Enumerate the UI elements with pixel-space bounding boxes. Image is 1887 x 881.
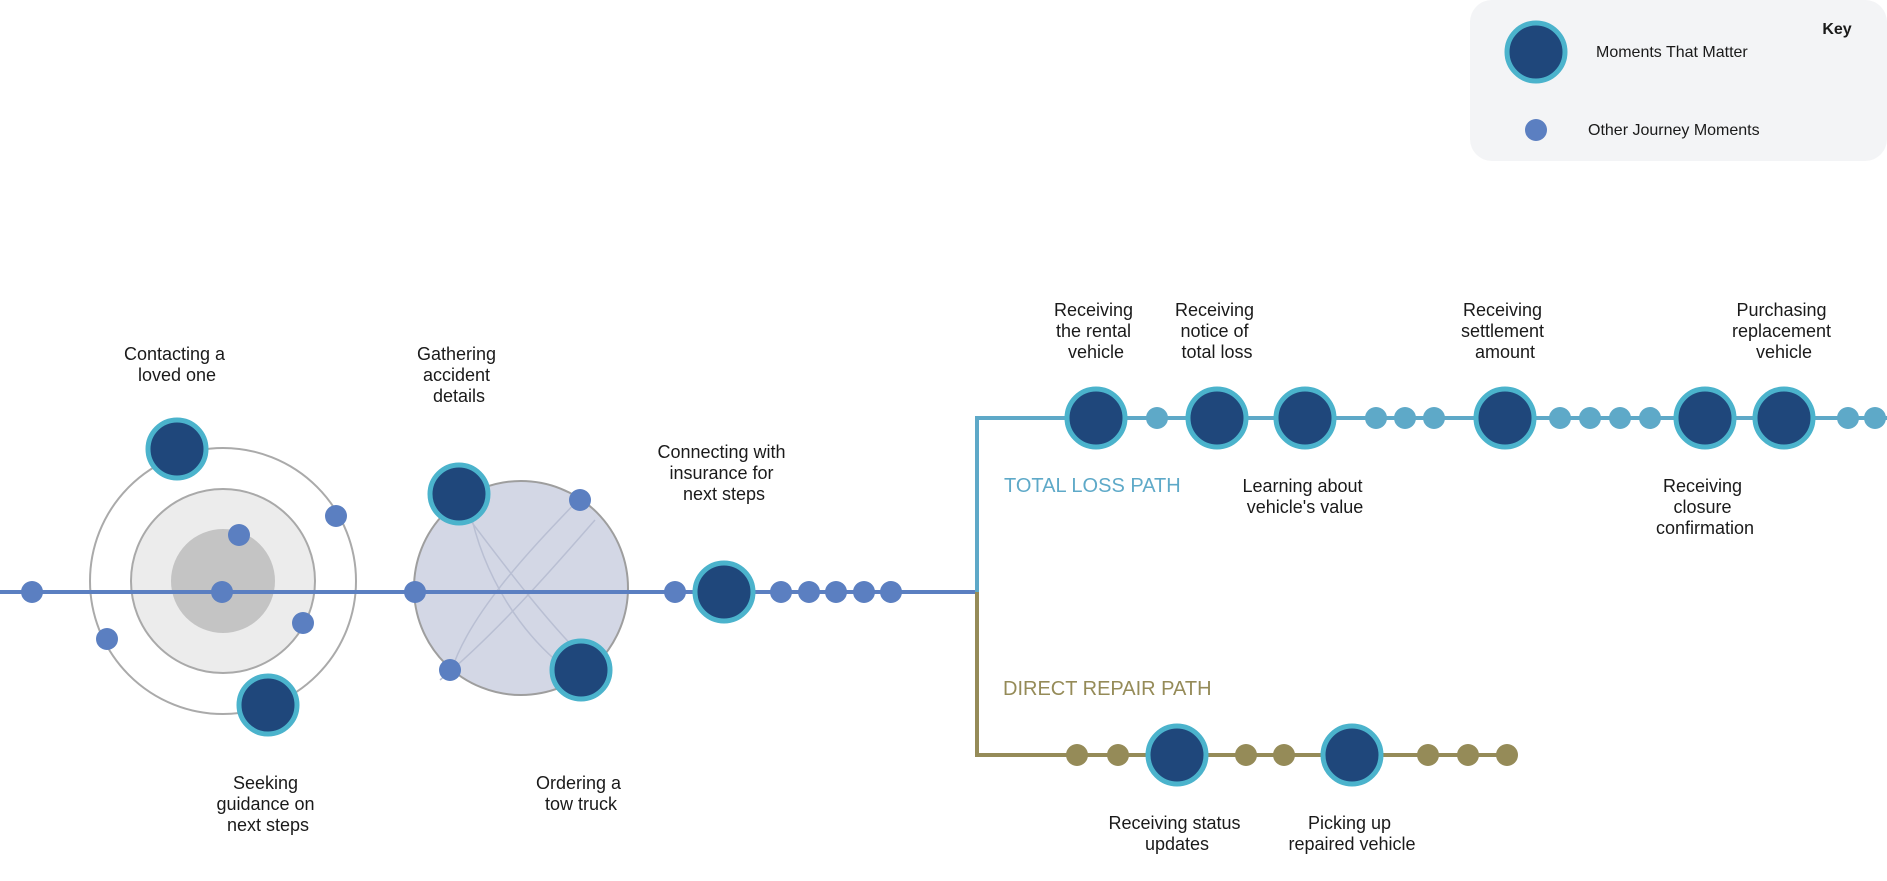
total-loss-path-label: TOTAL LOSS PATH bbox=[1004, 475, 1181, 497]
moment-receiving-settlement[interactable] bbox=[1473, 386, 1537, 450]
journey-dot[interactable] bbox=[1496, 744, 1518, 766]
outer-orbit-ring bbox=[89, 447, 357, 715]
legend: Key Moments That Matter Other Journey Mo… bbox=[1470, 0, 1887, 161]
journey-dot[interactable] bbox=[325, 505, 347, 527]
moment-receiving-rental-vehicle[interactable] bbox=[1064, 386, 1128, 450]
main-line-minor-dots bbox=[21, 489, 902, 681]
journey-dot[interactable] bbox=[228, 524, 250, 546]
direct-repair-path-line bbox=[975, 592, 1517, 757]
moment-purchasing-replacement[interactable] bbox=[1752, 386, 1816, 450]
moment-gathering-accident-details[interactable] bbox=[427, 462, 491, 526]
inner-orbit-core bbox=[171, 529, 275, 633]
moment-ordering-tow-truck[interactable] bbox=[549, 638, 613, 702]
moment-labels: Contacting a loved one Seeking guidance … bbox=[124, 300, 1836, 854]
legend-moments-that-matter-label: Moments That Matter bbox=[1596, 44, 1748, 61]
journey-dot[interactable] bbox=[211, 581, 233, 603]
journey-dot[interactable] bbox=[825, 581, 847, 603]
journey-dot[interactable] bbox=[1365, 407, 1387, 429]
label-learning-vehicle-value: Learning about vehicle's value bbox=[1242, 476, 1367, 517]
journey-dot[interactable] bbox=[1609, 407, 1631, 429]
label-ordering-tow-truck: Ordering a tow truck bbox=[536, 773, 626, 814]
legend-background bbox=[1470, 0, 1887, 161]
orbit-cluster-1 bbox=[89, 447, 357, 715]
journey-dot[interactable] bbox=[1273, 744, 1295, 766]
journey-dot[interactable] bbox=[1107, 744, 1129, 766]
legend-title: Key bbox=[1822, 21, 1851, 38]
moment-contacting-loved-one[interactable] bbox=[145, 417, 209, 481]
journey-dot[interactable] bbox=[439, 659, 461, 681]
journey-dot[interactable] bbox=[1864, 407, 1886, 429]
moment-learning-vehicle-value[interactable] bbox=[1273, 386, 1337, 450]
journey-dot[interactable] bbox=[1066, 744, 1088, 766]
total-loss-minor-dots bbox=[1146, 407, 1886, 429]
moment-picking-up-vehicle[interactable] bbox=[1320, 723, 1384, 787]
moment-seeking-guidance[interactable] bbox=[236, 673, 300, 737]
label-connecting-with-insurance: Connecting with insurance for next steps bbox=[657, 442, 790, 504]
journey-dot[interactable] bbox=[1235, 744, 1257, 766]
label-gathering-accident-details: Gathering accident details bbox=[417, 344, 501, 406]
journey-dot[interactable] bbox=[798, 581, 820, 603]
journey-dot[interactable] bbox=[404, 581, 426, 603]
moment-receiving-notice-total-loss[interactable] bbox=[1185, 386, 1249, 450]
label-receiving-notice-total-loss: Receiving notice of total loss bbox=[1175, 300, 1259, 362]
journey-dot[interactable] bbox=[664, 581, 686, 603]
legend-moment-icon bbox=[1504, 20, 1568, 84]
moment-receiving-closure[interactable] bbox=[1673, 386, 1737, 450]
journey-dot[interactable] bbox=[96, 628, 118, 650]
journey-dot[interactable] bbox=[1837, 407, 1859, 429]
journey-dot[interactable] bbox=[292, 612, 314, 634]
label-purchasing-replacement: Purchasing replacement vehicle bbox=[1732, 300, 1836, 362]
moments-that-matter bbox=[145, 386, 1816, 787]
direct-repair-path-label: DIRECT REPAIR PATH bbox=[1003, 678, 1212, 700]
label-receiving-closure: Receiving closure confirmation bbox=[1656, 476, 1754, 538]
label-receiving-rental-vehicle: Receiving the rental vehicle bbox=[1054, 300, 1138, 362]
journey-dot[interactable] bbox=[1639, 407, 1661, 429]
journey-dot[interactable] bbox=[1146, 407, 1168, 429]
label-receiving-status-updates: Receiving status updates bbox=[1108, 813, 1245, 854]
label-contacting-loved-one: Contacting a loved one bbox=[124, 344, 230, 385]
legend-minor-dot-icon bbox=[1525, 119, 1547, 141]
journey-dot[interactable] bbox=[853, 581, 875, 603]
journey-dot[interactable] bbox=[770, 581, 792, 603]
journey-dot[interactable] bbox=[569, 489, 591, 511]
journey-dot[interactable] bbox=[1394, 407, 1416, 429]
legend-other-moments-label: Other Journey Moments bbox=[1588, 122, 1760, 139]
journey-dot[interactable] bbox=[1457, 744, 1479, 766]
sphere-arc bbox=[439, 519, 596, 681]
moment-receiving-status-updates[interactable] bbox=[1145, 723, 1209, 787]
journey-dot[interactable] bbox=[21, 581, 43, 603]
journey-dot[interactable] bbox=[1423, 407, 1445, 429]
journey-dot[interactable] bbox=[1549, 407, 1571, 429]
direct-repair-minor-dots bbox=[1066, 744, 1518, 766]
journey-dot[interactable] bbox=[880, 581, 902, 603]
label-receiving-settlement: Receiving settlement amount bbox=[1461, 300, 1549, 362]
journey-dot[interactable] bbox=[1579, 407, 1601, 429]
sphere-arc bbox=[450, 497, 581, 673]
label-picking-up-vehicle: Picking up repaired vehicle bbox=[1288, 813, 1415, 854]
moment-connecting-with-insurance[interactable] bbox=[692, 560, 756, 624]
journey-dot[interactable] bbox=[1417, 744, 1439, 766]
label-seeking-guidance: Seeking guidance on next steps bbox=[216, 773, 319, 835]
